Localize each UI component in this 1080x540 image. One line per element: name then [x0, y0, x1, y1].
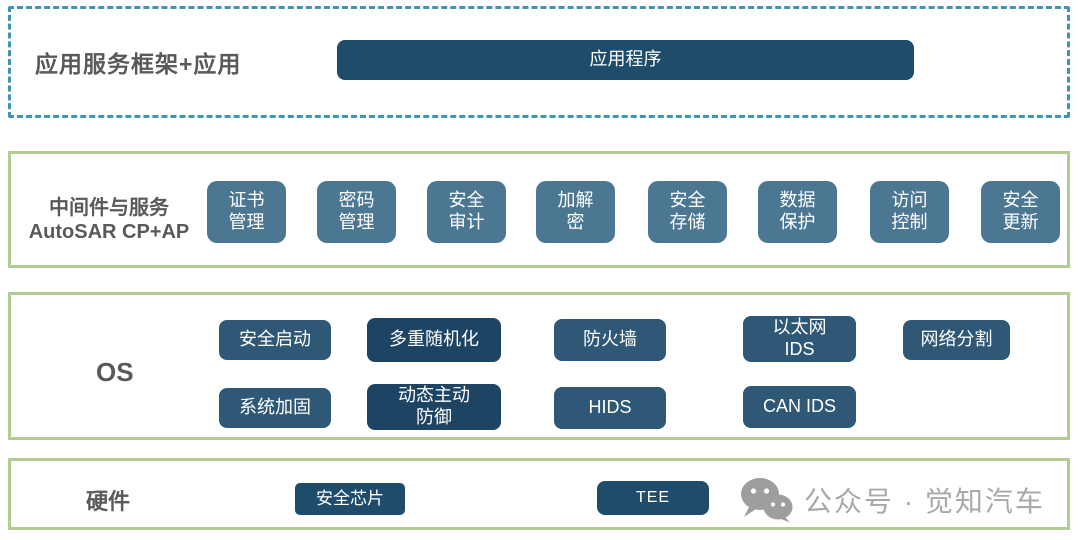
layer-application-frame: 应用服务框架+应用 应用程序	[8, 6, 1070, 118]
box-hids: HIDS	[554, 387, 666, 429]
box-secure-storage: 安全 存储	[648, 181, 727, 243]
layer-os-frame: OS 安全启动 多重随机化 防火墙 以太网 IDS 网络分割 系统加固 动态主动…	[8, 292, 1070, 440]
box-network-segmentation: 网络分割	[903, 320, 1010, 360]
box-cert-management: 证书 管理	[207, 181, 286, 243]
box-password-management: 密码 管理	[317, 181, 396, 243]
box-multi-randomization: 多重随机化	[367, 318, 501, 362]
box-secure-boot: 安全启动	[219, 320, 331, 360]
layer-hardware-label: 硬件	[86, 489, 131, 514]
watermark-text: 公众号 · 觉知汽车	[804, 486, 1045, 517]
middleware-label-line1: 中间件与服务	[49, 197, 169, 219]
box-encryption-decryption: 加解 密	[536, 181, 615, 243]
middleware-label-line2: AutoSAR CP+AP	[28, 221, 190, 243]
box-security-chip: 安全芯片	[295, 483, 405, 515]
box-firewall: 防火墙	[554, 319, 666, 361]
box-ethernet-ids: 以太网 IDS	[743, 316, 856, 362]
box-security-update: 安全 更新	[981, 181, 1060, 243]
box-tee: TEE	[597, 481, 709, 515]
watermark: 公众号 · 觉知汽车	[740, 477, 1045, 523]
layer-hardware-frame: 硬件 安全芯片 TEE 公众号 · 觉知汽车	[8, 458, 1070, 530]
box-data-protection: 数据 保护	[758, 181, 837, 243]
box-system-hardening: 系统加固	[219, 388, 331, 428]
box-dynamic-active-defense: 动态主动 防御	[367, 384, 501, 430]
box-can-ids: CAN IDS	[743, 386, 856, 428]
layer-middleware-frame: 中间件与服务 AutoSAR CP+AP 证书 管理 密码 管理 安全 审计 加…	[8, 151, 1070, 268]
layer-os-label: OS	[96, 357, 134, 387]
wechat-icon	[740, 477, 794, 523]
layer-middleware-label: 中间件与服务 AutoSAR CP+AP	[13, 196, 205, 244]
box-application-program: 应用程序	[337, 40, 914, 80]
box-access-control: 访问 控制	[870, 181, 949, 243]
box-security-audit: 安全 审计	[427, 181, 506, 243]
layer-application-label: 应用服务框架+应用	[35, 51, 242, 77]
